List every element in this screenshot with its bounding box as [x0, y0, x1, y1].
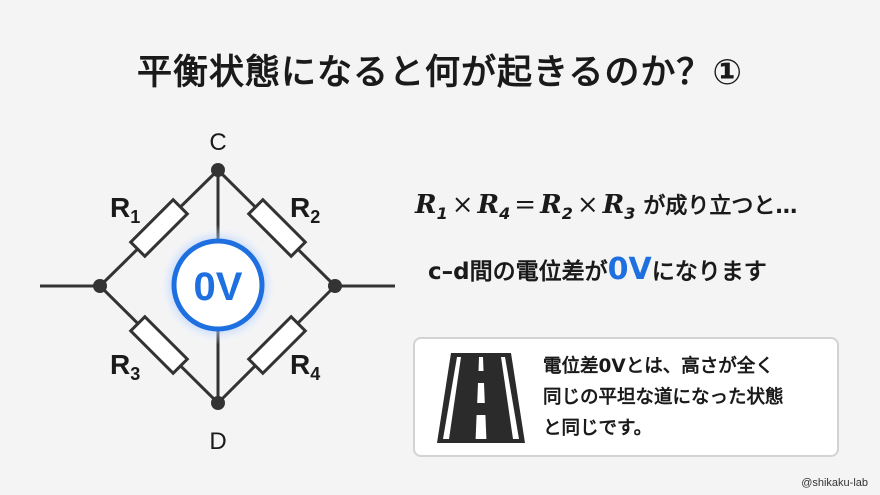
- eq-sub-4: 4: [499, 204, 511, 224]
- eq-sub-3: 3: [624, 204, 636, 224]
- statement-pre: c–d間の電位差が: [428, 259, 608, 285]
- resistor-r4-label: R4: [290, 349, 320, 384]
- eq-tail: が成り立つと…: [643, 194, 798, 219]
- note-box: 電位差0Vとは、高さが全く 同じの平坦な道になった状態 と同じです。: [413, 337, 839, 457]
- eq-sub-1: 1: [436, 204, 448, 224]
- eq-r2: R: [540, 190, 562, 220]
- bridge-circuit-diagram: 0V C D R1 R2 R3 R4: [40, 129, 395, 455]
- voltmeter-circle: [171, 238, 265, 332]
- resistor-r2-label: R2: [290, 192, 320, 227]
- resistor-r1-label: R1: [110, 192, 140, 227]
- resistor-r2: [246, 197, 308, 259]
- node-d-label: D: [209, 428, 226, 455]
- resistor-r1: [128, 197, 190, 259]
- node-left: [93, 279, 107, 293]
- node-right: [328, 279, 342, 293]
- voltmeter-reading: 0V: [194, 265, 243, 309]
- resistor-r3-label: R3: [110, 349, 140, 384]
- resistor-r3: [128, 314, 190, 376]
- statement-value: 0V: [607, 252, 652, 287]
- node-d: [211, 396, 225, 410]
- node-c-label: C: [209, 129, 226, 156]
- eq-times-1: ×: [451, 190, 474, 220]
- watermark: @shikaku-lab: [801, 477, 868, 489]
- note-line-1: 電位差0Vとは、高さが全く: [543, 356, 774, 377]
- node-c: [211, 163, 225, 177]
- road-icon: [437, 353, 525, 443]
- potential-difference-statement: c–d間の電位差が0Vになります: [428, 252, 767, 287]
- eq-r3: R: [602, 190, 625, 220]
- eq-r1: R: [415, 190, 437, 220]
- page-title: 平衡状態になると何が起きるのか？①: [137, 53, 743, 93]
- statement-post: になります: [651, 259, 767, 285]
- eq-r4: R: [477, 190, 500, 220]
- eq-times-2: ×: [576, 190, 599, 220]
- eq-equals: =: [514, 190, 537, 220]
- note-line-2: 同じの平坦な道になった状態: [543, 387, 784, 408]
- note-line-3: と同じです。: [543, 418, 653, 439]
- resistor-r4: [246, 314, 308, 376]
- eq-sub-2: 2: [561, 204, 573, 224]
- note-text: 電位差0Vとは、高さが全く 同じの平坦な道になった状態 と同じです。: [543, 351, 833, 444]
